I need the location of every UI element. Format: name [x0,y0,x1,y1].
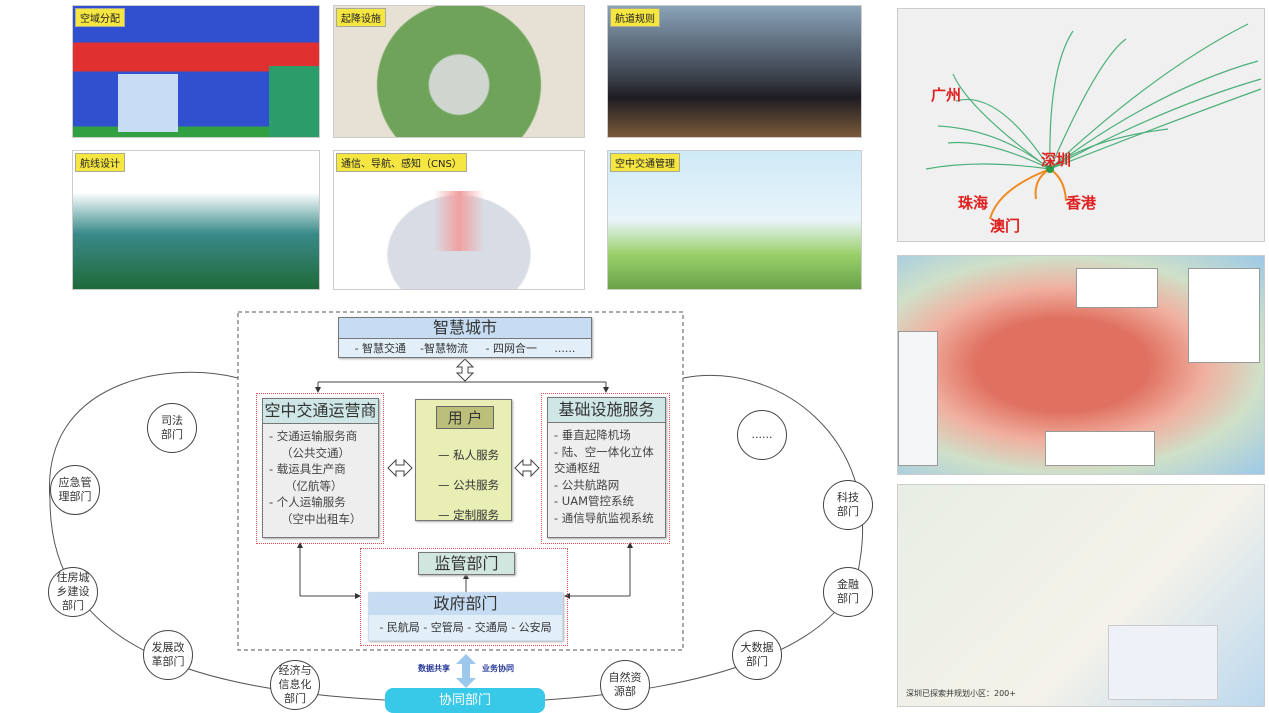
department-node: 科技部门 [823,480,873,530]
business-collab-label: 业务协同 [482,664,514,673]
operator-item: - 个人运输服务 [269,495,346,509]
diagram-connectors [49,311,863,701]
department-node: 司法部门 [147,403,197,453]
government-items: - 民航局 - 空管局 - 交通局 - 公安局 [379,621,552,634]
infra-item: - 垂直起降机场 [554,428,631,442]
map-caption: 深圳已探索并规划小区：200+ [906,689,1016,698]
department-node: 金融部门 [823,567,873,617]
route-design-image: 航线设计 [72,150,320,290]
smart-city-title: 智慧城市 [339,318,591,339]
panel-title: 起降设施 [336,8,386,27]
operator-box: 空中交通运营商 - 交通运输服务商 （公共交通） - 载运具生产商 （亿航等） … [262,398,379,538]
regulator-box: 监管部门 [418,552,515,575]
operator-item: - 交通运输服务商 [269,429,358,443]
logistics-network-map [897,255,1265,475]
operator-item: - 载运具生产商 [269,462,346,476]
infra-item: - 通信导航监视系统 [554,510,654,525]
city-label: 珠海 [958,194,989,212]
panel-title: 航线设计 [75,153,125,172]
operator-title: 空中交通运营商 [263,399,378,424]
smart-city-items: - 智慧交通 -智慧物流 - 四网合一 ...... [354,342,576,355]
route-rules-image: 航道规则 [607,5,862,138]
government-box: 政府部门 - 民航局 - 空管局 - 交通局 - 公安局 [368,592,563,641]
panel-title: 航道规则 [610,8,660,27]
infra-item: - 公共航路网 [554,477,620,492]
user-service-item: — 定制服务 [438,508,500,522]
panel-title: 通信、导航、感知（CNS） [336,153,467,172]
airspace-allocation-image: 空域分配 [72,5,320,138]
user-box: 用 户 — 私人服务 — 公共服务 — 定制服务 [415,399,512,522]
cns-image: 通信、导航、感知（CNS） [333,150,585,290]
panel-title: 空域分配 [75,8,125,27]
operator-item: （公共交通） [281,445,350,460]
panel-title: 空中交通管理 [610,153,680,172]
community-map: 深圳已探索并规划小区：200+ [897,484,1265,707]
department-node: 发展改革部门 [143,630,193,680]
data-sharing-label: 数据共享 [418,664,450,673]
user-service-item: — 私人服务 [438,448,500,462]
department-node: 自然资源部 [600,660,650,710]
gba-route-map: 广州 深圳 珠海 澳门 香港 [897,8,1265,242]
user-title: 用 户 [436,406,494,429]
city-label: 深圳 [1041,151,1072,169]
infrastructure-title: 基础设施服务 [548,398,665,423]
city-label: 澳门 [990,217,1021,235]
landing-facility-image: 起降设施 [333,5,585,138]
operator-item: （亿航等） [285,478,343,493]
infra-item: 交通枢纽 [554,461,600,475]
department-node: 大数据部门 [732,630,782,680]
department-node: 住房城乡建设部门 [48,567,98,617]
department-node: ...... [737,410,787,460]
department-node: 应急管理部门 [50,465,100,515]
atm-image: 空中交通管理 [607,150,862,290]
city-label: 广州 [931,86,962,104]
operator-item: （空中出租车） [281,511,362,526]
infrastructure-box: 基础设施服务 - 垂直起降机场 - 陆、空一体化立体 交通枢纽 - 公共航路网 … [547,397,666,538]
government-title: 政府部门 [369,593,562,615]
infra-item: - 陆、空一体化立体 [554,444,654,459]
collab-department: 协同部门 [385,688,545,713]
smart-city-box: 智慧城市 - 智慧交通 -智慧物流 - 四网合一 ...... [338,317,592,358]
user-service-item: — 公共服务 [438,478,500,492]
department-node: 经济与信息化部门 [270,660,320,710]
city-label: 香港 [1066,194,1097,212]
infra-item: - UAM管控系统 [554,494,635,508]
